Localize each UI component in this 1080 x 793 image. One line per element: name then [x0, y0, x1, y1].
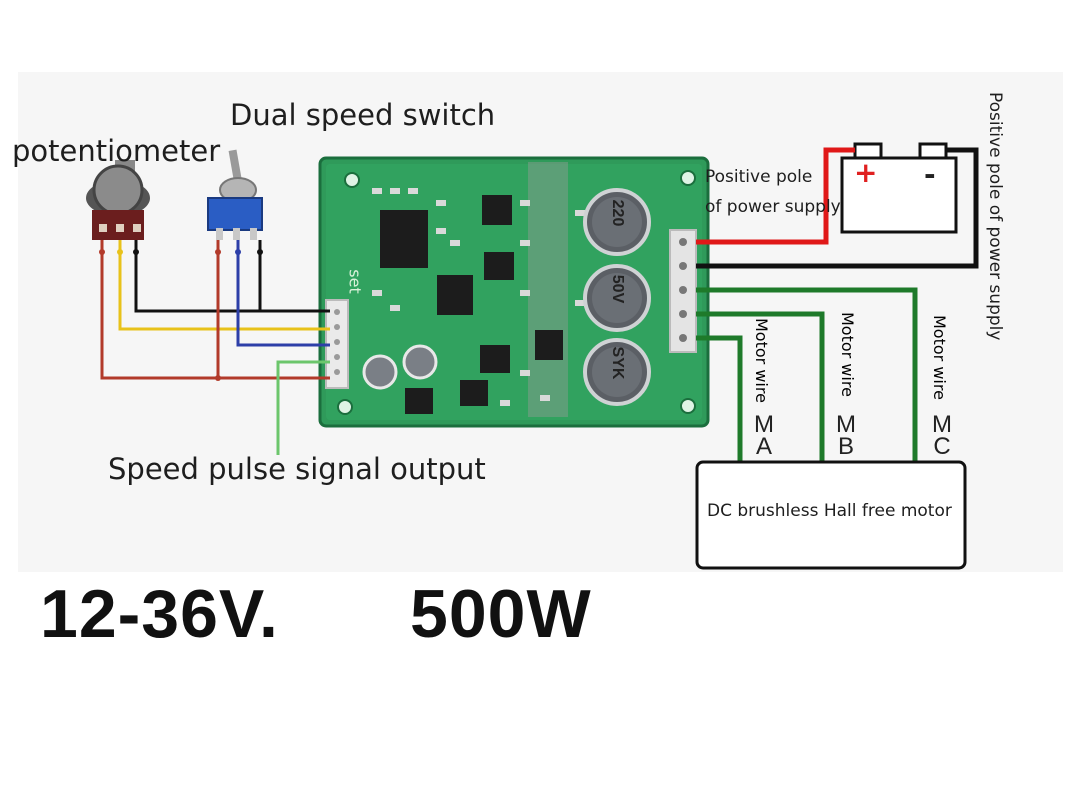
capacitor-text: 220: [609, 199, 626, 227]
small-capacitor: [362, 354, 398, 390]
mount-hole: [680, 170, 696, 186]
letter-m: M: [836, 411, 856, 438]
letter-m: M: [932, 411, 952, 438]
motor-letters-a: M A: [749, 411, 779, 460]
ic-chip: [535, 330, 563, 360]
smd-components: [372, 188, 585, 406]
dual-speed-switch-label: Dual speed switch: [230, 98, 496, 132]
power-rating: 500W: [410, 576, 592, 652]
ic-chip: [380, 210, 428, 268]
potentiometer-label: potentiometer: [12, 134, 221, 168]
motor-letters-c: M C: [927, 411, 957, 460]
motor-wire-b-label: Motor wire: [838, 312, 857, 397]
board-set-label: set: [345, 269, 365, 294]
mount-hole: [337, 399, 353, 415]
motor-wire-c-label: Motor wire: [930, 315, 949, 400]
letter-m: M: [754, 411, 774, 438]
control-wires: [100, 240, 330, 455]
capacitor-text: 50V: [609, 274, 626, 304]
small-capacitor: [402, 344, 438, 380]
toggle-switch-device: [207, 149, 263, 240]
motor-letters-b: M B: [831, 411, 861, 460]
power-wires: [696, 147, 979, 269]
positive-pole-of-power-supply-label: Positive pole of power supply: [985, 92, 1005, 341]
controller-board: [318, 156, 710, 428]
voltage-rating: 12-36V.: [40, 576, 279, 652]
battery-plus: +: [854, 156, 878, 189]
letter-c: C: [933, 433, 951, 460]
ic-chip: [484, 252, 514, 280]
ic-chip: [482, 195, 512, 225]
motor-wire-a-label: Motor wire: [752, 318, 771, 403]
motor-wires: [696, 287, 918, 462]
ic-chip: [437, 275, 473, 315]
positive-pole-label: Positive pole of power supply: [705, 162, 841, 222]
battery-minus: -: [924, 158, 936, 191]
ic-chip: [460, 380, 488, 406]
positive-pole-line1: Positive pole: [705, 167, 813, 187]
letter-a: A: [755, 433, 772, 460]
main-capacitors: [583, 188, 651, 406]
battery: [840, 142, 958, 234]
capacitor-text: SYK: [609, 346, 626, 380]
ic-chip: [405, 388, 433, 414]
speed-pulse-signal-output-label: Speed pulse signal output: [108, 452, 486, 486]
letter-b: B: [837, 433, 854, 460]
ic-chip: [480, 345, 510, 373]
motor-box: [695, 460, 967, 570]
motor-box-label: DC brushless Hall free motor: [707, 501, 952, 521]
potentiometer-device: [86, 160, 150, 240]
mount-hole: [344, 172, 360, 188]
positive-pole-line2: of power supply: [705, 197, 841, 217]
mount-hole: [680, 398, 696, 414]
